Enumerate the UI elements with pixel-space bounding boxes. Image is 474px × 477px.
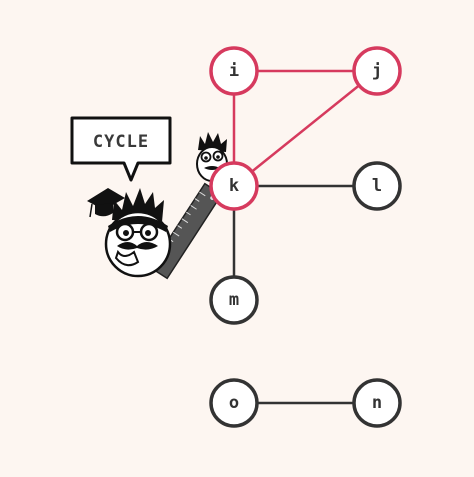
node-circle-n — [352, 378, 402, 428]
node-o: o — [209, 378, 259, 428]
node-circle-m — [209, 275, 259, 325]
speech-bubble: CYCLE — [70, 116, 172, 182]
node-l: l — [352, 161, 402, 211]
node-label-j: j — [372, 61, 382, 81]
node-m: m — [209, 275, 259, 325]
node-label-o: o — [229, 393, 239, 413]
node-circle-o — [209, 378, 259, 428]
node-label-k: k — [229, 176, 239, 196]
node-circle-i — [209, 46, 259, 96]
node-i: i — [209, 46, 259, 96]
node-label-n: n — [372, 393, 382, 413]
node-k: k — [209, 161, 259, 211]
node-label-i: i — [229, 61, 239, 81]
node-label-l: l — [372, 176, 382, 196]
node-circle-l — [352, 161, 402, 211]
edge-j-k — [233, 70, 378, 187]
node-n: n — [352, 378, 402, 428]
edge-layer — [232, 69, 378, 405]
node-layer: i j k l m o n — [209, 46, 402, 428]
node-label-m: m — [229, 290, 239, 310]
graduation-cap-icon — [87, 188, 125, 218]
node-circle-k — [209, 161, 259, 211]
node-circle-j — [352, 46, 402, 96]
professor-mascot-icon — [104, 188, 172, 278]
node-j: j — [352, 46, 402, 96]
speech-bubble-text: CYCLE — [93, 132, 149, 152]
